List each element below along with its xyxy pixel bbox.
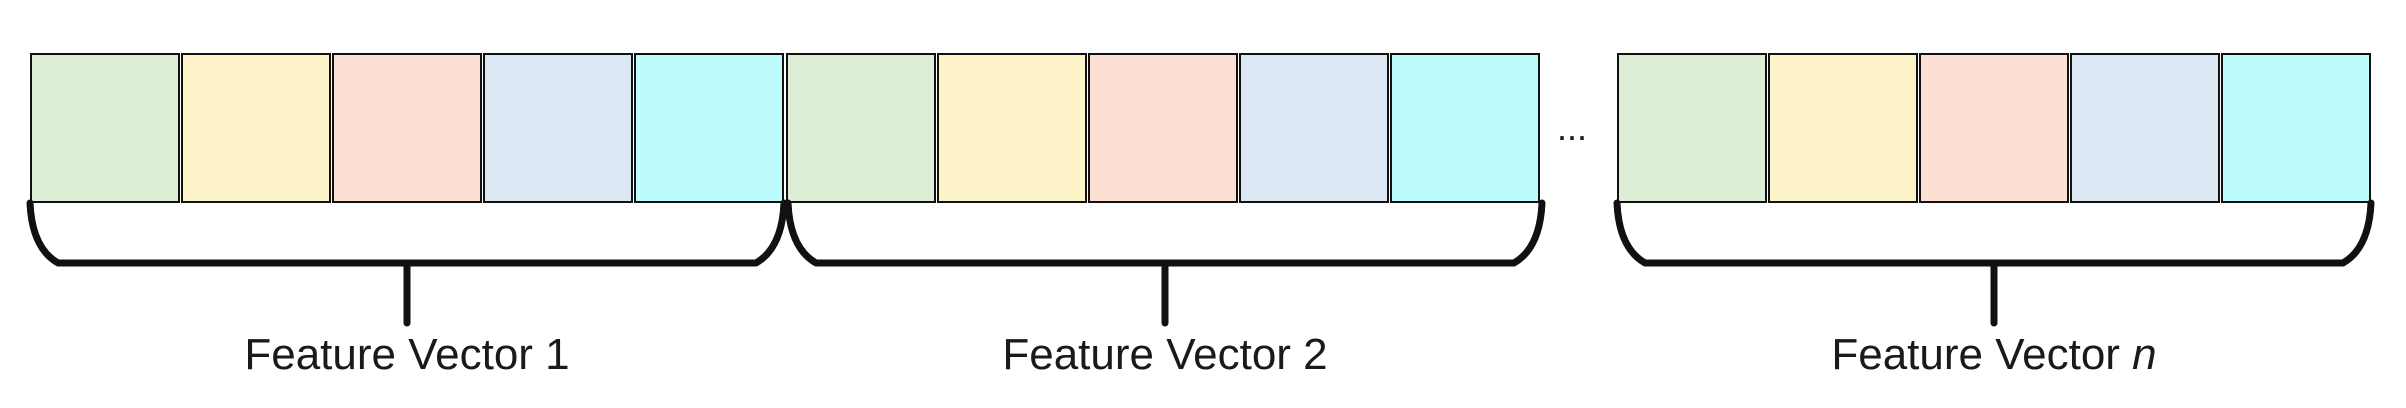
- label-index: 1: [545, 330, 570, 379]
- label-feature-vector-1: Feature Vector 1: [27, 328, 787, 382]
- vector-n-cell-4: [2070, 53, 2220, 203]
- vector-1-cell-3: [332, 53, 482, 203]
- brace-vector-2: [784, 199, 1546, 267]
- vector-2-cell-1: [786, 53, 936, 203]
- label-index: n: [2132, 330, 2157, 379]
- brace-vector-n: [1613, 199, 2375, 267]
- ellipsis: ...: [1556, 107, 1587, 148]
- label-base: Feature Vector: [1831, 330, 2133, 379]
- label-index: 2: [1303, 330, 1328, 379]
- vector-1-cell-1: [30, 53, 180, 203]
- vector-n-cell-5: [2221, 53, 2371, 203]
- vector-2-cell-5: [1390, 53, 1540, 203]
- vector-2-cell-4: [1239, 53, 1389, 203]
- vector-n-cell-3: [1919, 53, 2069, 203]
- vector-2-cell-2: [937, 53, 1087, 203]
- brace-layer: [26, 199, 2375, 327]
- vector-1-cell-4: [483, 53, 633, 203]
- label-feature-vector-2: Feature Vector 2: [785, 328, 1545, 382]
- label-base: Feature Vector: [1002, 330, 1304, 379]
- vector-n-cell-2: [1768, 53, 1918, 203]
- vector-2-cell-3: [1088, 53, 1238, 203]
- vector-1-cell-2: [181, 53, 331, 203]
- label-base: Feature Vector: [244, 330, 546, 379]
- vector-n-cell-1: [1617, 53, 1767, 203]
- label-feature-vector-n: Feature Vector n: [1614, 328, 2374, 382]
- brace-vector-1: [26, 199, 788, 267]
- vector-1-cell-5: [634, 53, 784, 203]
